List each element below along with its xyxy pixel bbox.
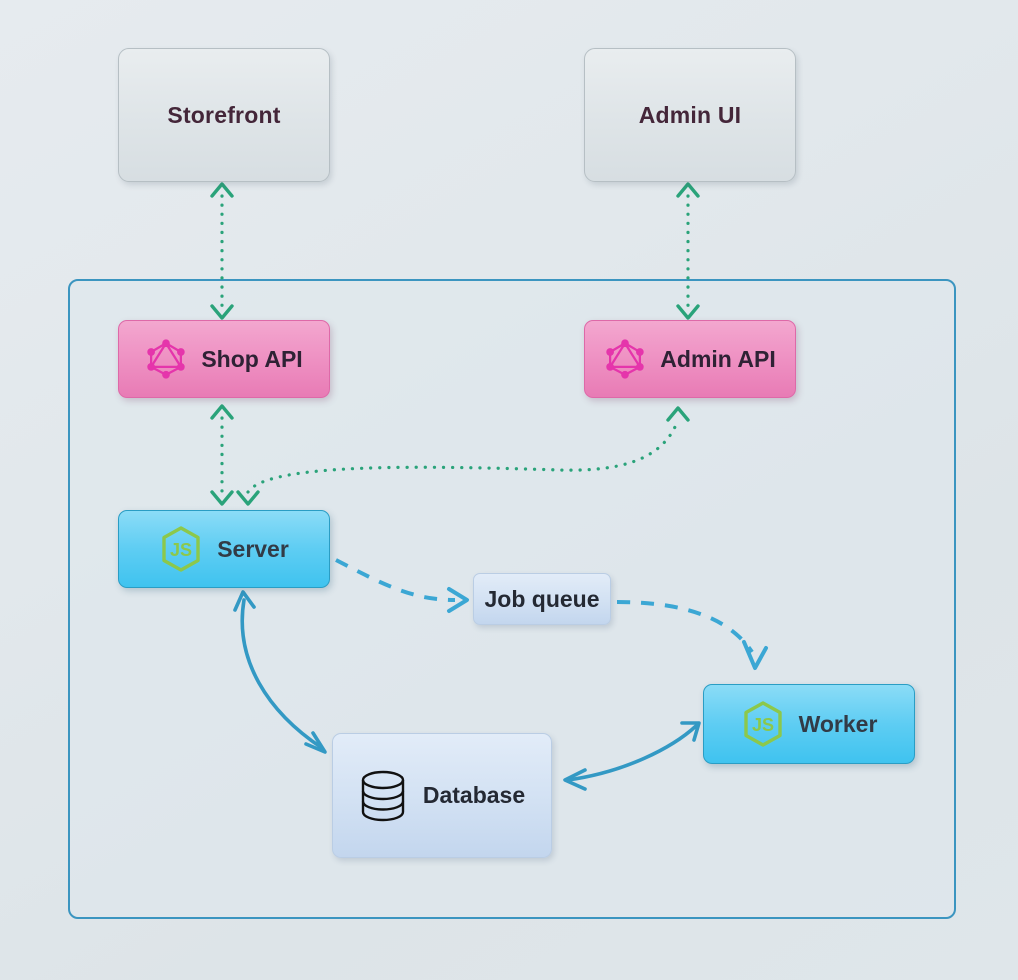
svg-text:JS: JS: [752, 715, 774, 735]
node-database-label: Database: [422, 782, 526, 808]
database-icon: [359, 768, 407, 824]
node-storefront-label: Storefront: [167, 101, 281, 128]
graphql-icon: [145, 337, 187, 381]
node-database[interactable]: Database: [332, 733, 552, 858]
nodejs-icon: JS: [741, 700, 785, 748]
node-storefront[interactable]: Storefront: [118, 48, 330, 182]
node-job-queue[interactable]: Job queue: [473, 573, 611, 625]
node-shop-api[interactable]: Shop API: [118, 320, 330, 398]
svg-text:JS: JS: [170, 540, 192, 560]
node-admin-api-label: Admin API: [660, 345, 776, 372]
node-worker-label: Worker: [798, 710, 878, 737]
node-shop-api-label: Shop API: [201, 345, 303, 372]
node-worker[interactable]: JS Worker: [703, 684, 915, 764]
node-job-queue-label: Job queue: [484, 585, 600, 612]
graphql-icon: [604, 337, 646, 381]
node-admin-ui[interactable]: Admin UI: [584, 48, 796, 182]
node-server-label: Server: [217, 535, 289, 562]
node-server[interactable]: JS Server: [118, 510, 330, 588]
node-admin-ui-label: Admin UI: [638, 101, 742, 128]
nodejs-icon: JS: [159, 525, 203, 573]
node-admin-api[interactable]: Admin API: [584, 320, 796, 398]
